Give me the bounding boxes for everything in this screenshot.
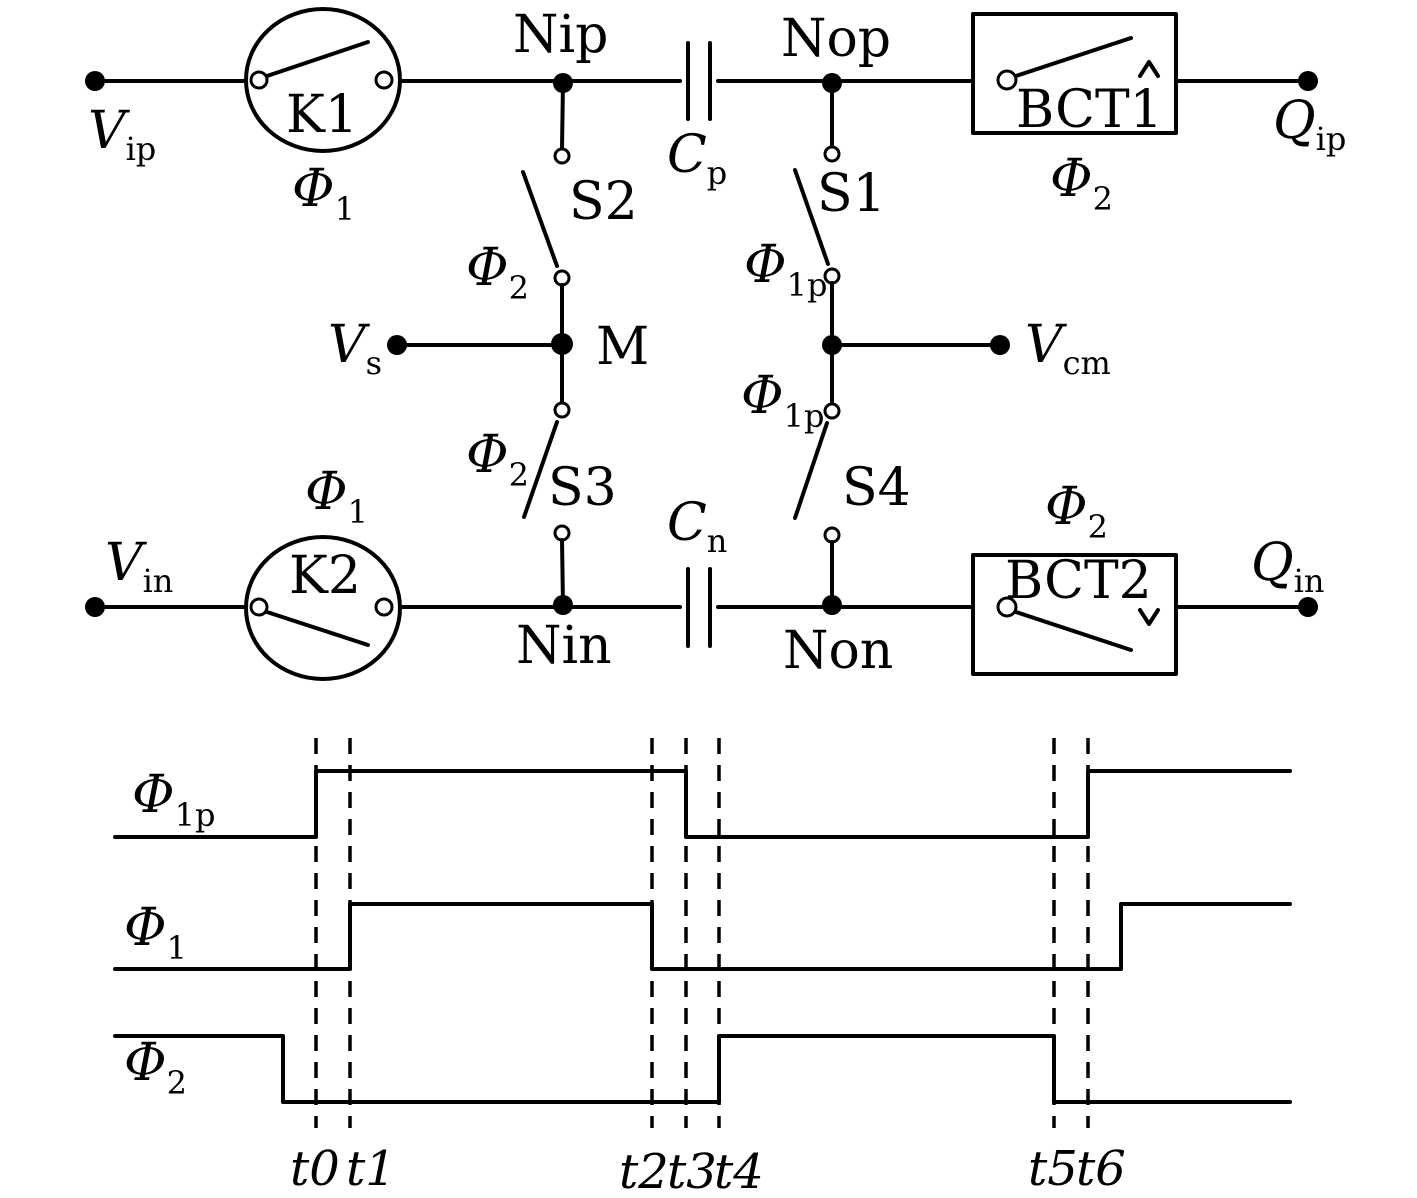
label-bct1-phase: Φ2 xyxy=(1050,149,1113,218)
label-s4: S4 xyxy=(842,458,911,518)
tick-label-t4: t4 xyxy=(714,1144,764,1198)
label-bct2-phase: Φ2 xyxy=(1045,477,1108,546)
tick-label-t5: t5 xyxy=(1028,1141,1078,1197)
switch-k2 xyxy=(244,535,402,681)
label-k1: K1 xyxy=(286,85,358,145)
timing-diagram: Φ1p Φ1 Φ2 t0 t1 t2 t3 t4 t5 t6 xyxy=(113,738,1292,1198)
label-vs: Vs xyxy=(328,315,382,382)
label-nin: Nin xyxy=(516,616,612,676)
signal-label-phi1p: Φ1p xyxy=(132,765,215,834)
waveform-phi2 xyxy=(113,1034,1292,1104)
label-cp: Cp xyxy=(667,125,727,192)
qip-terminal xyxy=(1298,71,1318,91)
label-vip: Vip xyxy=(88,101,156,168)
switch-bct1 xyxy=(971,12,1178,135)
tick-label-t1: t1 xyxy=(346,1141,396,1197)
label-nop: Nop xyxy=(781,9,891,69)
signal-label-phi2: Φ2 xyxy=(124,1033,187,1102)
right-switch-ladder xyxy=(793,81,1010,607)
label-s3-phase: Φ2 xyxy=(466,425,529,494)
label-s2: S2 xyxy=(569,172,638,232)
label-bct2: BCT2 xyxy=(1005,551,1152,611)
label-qin: Qin xyxy=(1251,533,1324,600)
vin-terminal xyxy=(85,597,105,617)
switch-bct2 xyxy=(971,553,1178,676)
label-nip: Nip xyxy=(513,5,608,65)
label-qip: Qip xyxy=(1273,91,1346,158)
tick-label-t3: t3 xyxy=(667,1144,717,1198)
vs-terminal xyxy=(387,335,407,355)
vcm-terminal xyxy=(990,335,1010,355)
tick-label-t2: t2 xyxy=(619,1144,669,1198)
label-s2-phase: Φ2 xyxy=(466,238,529,307)
label-bct1: BCT1 xyxy=(1016,80,1163,140)
label-k1-phase: Φ1 xyxy=(292,159,355,228)
label-s3: S3 xyxy=(548,458,617,518)
waveform-phi1p xyxy=(113,769,1292,839)
label-s1-phase: Φ1p xyxy=(744,235,827,304)
label-k2: K2 xyxy=(289,546,361,606)
signal-label-phi1: Φ1 xyxy=(124,898,187,967)
qin-terminal xyxy=(1298,597,1318,617)
label-s1: S1 xyxy=(817,164,886,224)
vip-terminal xyxy=(85,71,105,91)
node-m xyxy=(551,333,573,355)
tick-label-t0: t0 xyxy=(290,1141,340,1197)
label-s4-phase: Φ1p xyxy=(741,366,824,435)
label-cn: Cn xyxy=(667,493,727,560)
left-switch-ladder xyxy=(387,81,573,607)
circuit-labels: Vip Vin Qip Qin Vs Vcm Nip Nop Nin Non M… xyxy=(88,5,1346,681)
waveform-phi1 xyxy=(113,902,1292,971)
label-k2-phase: Φ1 xyxy=(305,462,368,531)
switch-k1 xyxy=(244,7,402,153)
label-non: Non xyxy=(783,621,893,681)
node-vcm-junction xyxy=(822,335,842,355)
label-m: M xyxy=(596,317,649,377)
bottom-rail xyxy=(85,567,1318,648)
label-vcm: Vcm xyxy=(1025,315,1111,382)
label-vin: Vin xyxy=(105,533,173,600)
tick-label-t6: t6 xyxy=(1076,1141,1126,1197)
